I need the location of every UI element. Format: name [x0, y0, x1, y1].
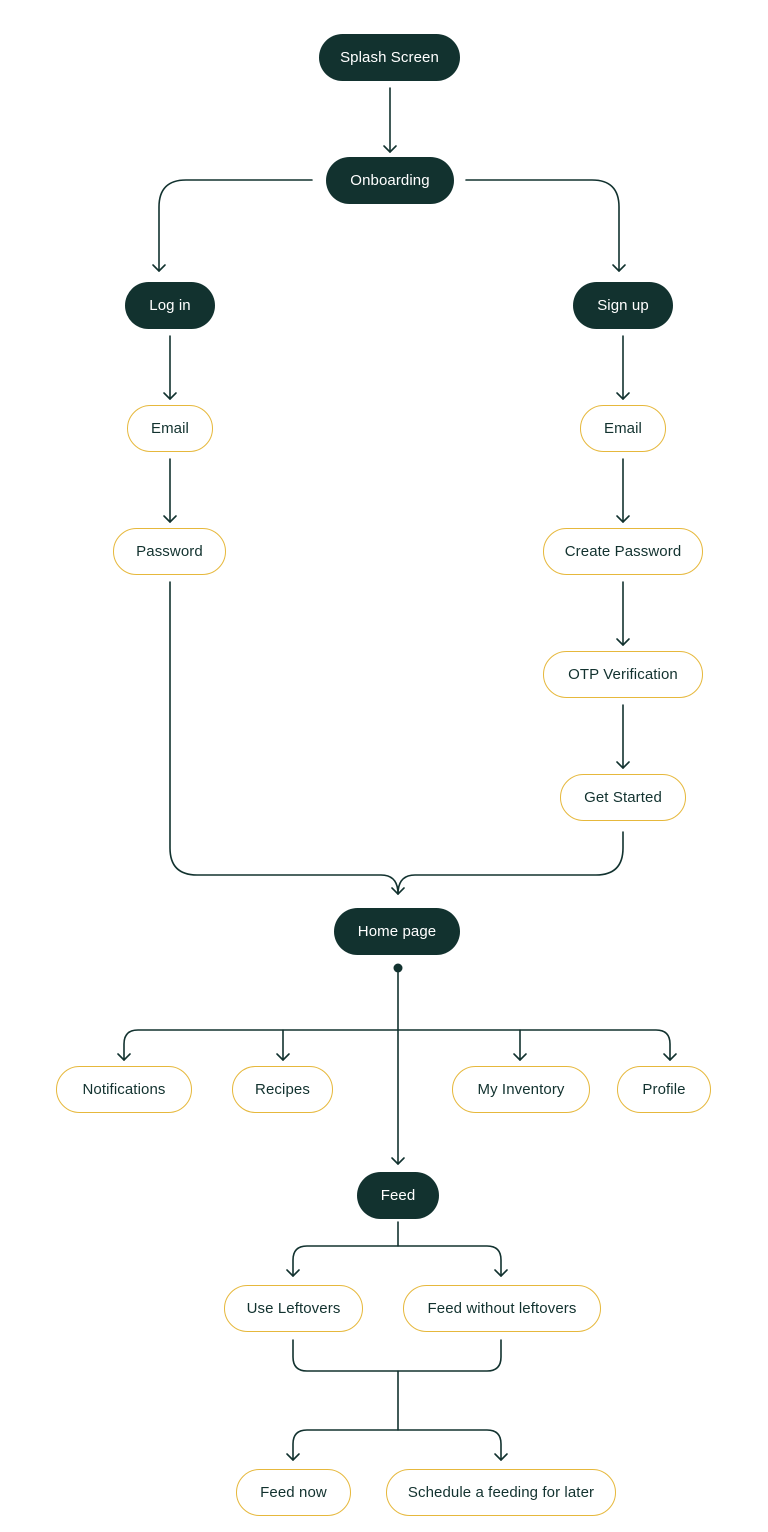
arrowhead	[494, 1453, 508, 1461]
node-signup-email: Email	[580, 405, 666, 452]
node-create-password: Create Password	[543, 528, 703, 575]
arrowhead	[616, 392, 630, 400]
connector-final-branch	[292, 1429, 502, 1461]
arrowhead	[616, 515, 630, 523]
arrowhead	[286, 1269, 300, 1277]
node-feed: Feed	[357, 1172, 439, 1219]
arrowhead	[663, 1053, 677, 1061]
arrowhead	[276, 1053, 290, 1061]
node-notifications: Notifications	[56, 1066, 192, 1113]
arrowhead	[616, 761, 630, 769]
connector-getstarted-home	[397, 831, 624, 895]
arrowhead	[383, 145, 397, 153]
arrowhead	[391, 1157, 405, 1165]
arrowhead	[117, 1053, 131, 1061]
node-schedule-feeding: Schedule a feeding for later	[386, 1469, 616, 1516]
connector-feed-options	[292, 1245, 502, 1277]
node-onboarding: Onboarding	[326, 157, 454, 204]
node-my-inventory: My Inventory	[452, 1066, 590, 1113]
node-feed-now: Feed now	[236, 1469, 351, 1516]
connector-onboarding-login	[158, 179, 313, 272]
connector-onboarding-signup	[465, 179, 620, 272]
arrowhead	[286, 1453, 300, 1461]
arrowhead	[513, 1053, 527, 1061]
arrowhead	[494, 1269, 508, 1277]
node-otp-verification: OTP Verification	[543, 651, 703, 698]
node-splash-screen: Splash Screen	[319, 34, 460, 81]
arrowhead	[163, 515, 177, 523]
node-sign-up: Sign up	[573, 282, 673, 329]
node-login-password: Password	[113, 528, 226, 575]
arrowhead	[612, 264, 626, 272]
node-use-leftovers: Use Leftovers	[224, 1285, 363, 1332]
connector-options-merge	[292, 1339, 502, 1372]
connector-home-branch	[123, 1029, 671, 1061]
node-recipes: Recipes	[232, 1066, 333, 1113]
node-home-page: Home page	[334, 908, 460, 955]
arrowhead	[616, 638, 630, 646]
arrowhead	[391, 887, 405, 895]
arrowhead	[152, 264, 166, 272]
node-feed-without-leftovers: Feed without leftovers	[403, 1285, 601, 1332]
node-log-in: Log in	[125, 282, 215, 329]
arrowhead	[163, 392, 177, 400]
node-profile: Profile	[617, 1066, 711, 1113]
node-login-email: Email	[127, 405, 213, 452]
connector-password-home	[169, 581, 399, 895]
node-get-started: Get Started	[560, 774, 686, 821]
